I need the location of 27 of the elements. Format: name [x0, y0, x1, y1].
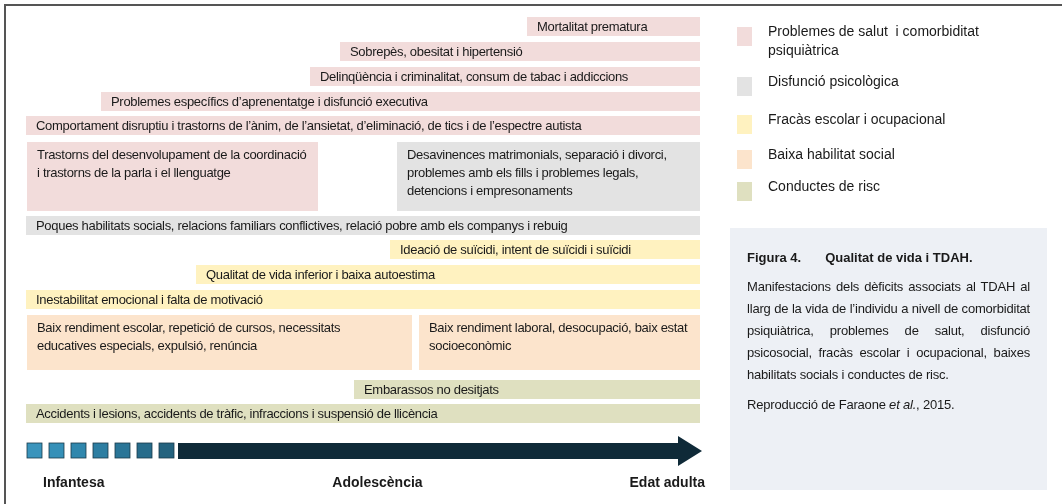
- legend-text: Baixa habilitat social: [768, 145, 896, 164]
- manifestation-bar: Sobrepès, obesitat i hipertensió: [340, 42, 700, 61]
- manifestation-bar: Ideació de suïcidi, intent de suïcidi i suïcidi: [390, 240, 700, 259]
- figure-title: Qualitat de vida i TDAH.: [825, 249, 973, 267]
- legend-text: Disfunció psicològica: [768, 72, 900, 91]
- manifestation-bar: Accidents i lesions, accidents de tràfic, infraccions i suspensió de llicència: [26, 404, 700, 423]
- manifestation-bar: Problemes específics d’aprenentatge i disfunció executiva: [101, 92, 700, 111]
- manifestation-bar: Mortalitat prematura: [527, 17, 700, 36]
- manifestation-bar: Desavinences matrimonials, separació i divorci, problemes amb els fills i problemes legals, detencions i empresonaments: [397, 142, 700, 211]
- manifestation-bar: Embarassos no desitjats: [354, 380, 700, 399]
- legend-text: Fracàs escolar i ocupacional: [768, 110, 947, 129]
- stage-label: Infantesa: [43, 473, 106, 492]
- source-note: Reproducció de Faraone et al., 2015.: [747, 395, 956, 414]
- stage-label: Adolescència: [331, 473, 424, 492]
- caption-text: Manifestacions dels dèficits associats al TDAH al llarg de la vida de l’individu a nivell de comorbiditat psiquiàtrica, problemes de salut, disfunció psicosocial, fracàs escolar i ocupacional, baixes habilitats socials i conductes de risc.: [747, 277, 1030, 384]
- legend-text: Conductes de risc: [768, 177, 882, 196]
- manifestation-bar: Comportament disruptiu i trastorns de l’ànim, de l’ansietat, d’eliminació, de tics i de l’espectre autista: [26, 116, 700, 135]
- manifestation-bar: Baix rendiment escolar, repetició de cursos, necessitats educatives especials, expulsió, renúncia: [27, 315, 412, 370]
- figure-number: Figura 4.: [747, 249, 802, 267]
- manifestation-bar: Inestabilitat emocional i falta de motivació: [26, 290, 700, 309]
- manifestation-bar: Baix rendiment laboral, desocupació, baix estat socioeconòmic: [419, 315, 700, 370]
- legend-text: Problemes de salut i comorbiditat psiquiàtrica: [768, 22, 980, 60]
- stage-label: Edat adulta: [628, 473, 705, 492]
- manifestation-bar: Qualitat de vida inferior i baixa autoestima: [196, 265, 700, 284]
- manifestation-bar: Poques habilitats socials, relacions familiars conflictives, relació pobre amb els companys i rebuig: [26, 216, 700, 235]
- manifestation-bar: Delinqüència i criminalitat, consum de tabac i addiccions: [310, 67, 700, 86]
- manifestation-bar: Trastorns del desenvolupament de la coordinació i trastorns de la parla i el llenguatge: [27, 142, 318, 211]
